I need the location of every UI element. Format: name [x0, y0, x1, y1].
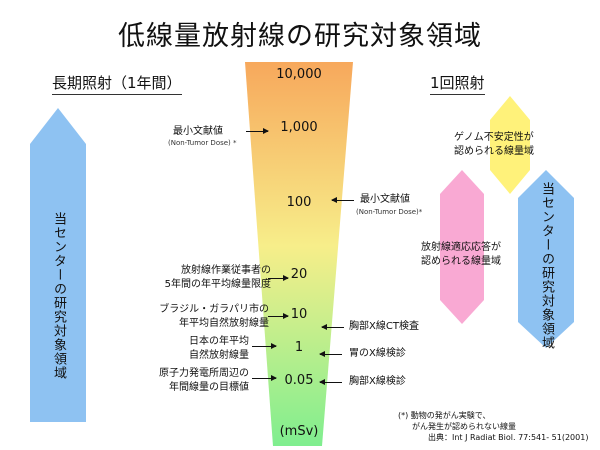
page-title: 低線量放射線の研究対象領域 — [118, 21, 482, 52]
dose-value: 0.05 — [284, 373, 314, 388]
pointer-arrow — [268, 313, 289, 319]
pointer-arrow — [252, 375, 277, 381]
right-label-non-tumor-dose: (Non-Tumor Dose)* — [356, 208, 423, 216]
pointer-arrow — [268, 275, 289, 281]
right-label-chest-xray: 胸部X線検診 — [349, 376, 406, 387]
left-label-japan-natural: 日本の年平均自然放射線量 — [189, 336, 249, 361]
genome-instability-arrow — [490, 96, 530, 194]
left-label-guarapari: ブラジル・ガラパリ市の年平均自然放射線量 — [159, 304, 269, 329]
left-arrow-label: 当センターの研究対象領域 — [51, 212, 66, 380]
adaptive-response-arrow — [440, 170, 484, 324]
dose-funnel — [245, 62, 353, 446]
genome-instability-label: ゲノム不安定性が認められる線量域 — [454, 132, 534, 157]
left-range-arrow — [30, 108, 86, 422]
right-arrow-label: 当センターの研究対象領域 — [539, 182, 554, 350]
dose-value: 100 — [286, 195, 312, 210]
left-label-min-literature: 最小文献値 — [173, 126, 223, 137]
pointer-arrow — [331, 197, 354, 203]
dose-value: 10 — [290, 307, 308, 322]
dose-value: 1,000 — [280, 120, 318, 135]
right-range-arrow — [518, 170, 574, 348]
pointer-arrow — [319, 351, 342, 357]
dose-value: 20 — [290, 267, 308, 282]
left-label-non-tumor-dose: (Non-Tumor Dose) * — [168, 139, 237, 147]
right-header: 1回照射 — [430, 72, 485, 95]
pointer-arrow — [319, 379, 342, 385]
footnote: (*) 動物の発がん実験で、 がん発生が認められない線量 出典：Int J Ra… — [398, 411, 589, 442]
pointer-arrow — [252, 343, 277, 349]
adaptive-response-label: 放射線適応応答が認められる線量域 — [421, 242, 501, 267]
right-label-stomach-xray: 胃のX線検診 — [349, 348, 406, 359]
right-label-min-literature: 最小文献値 — [360, 194, 410, 205]
left-header: 長期照射（1年間） — [52, 72, 182, 95]
pointer-arrow — [246, 128, 269, 134]
unit-label: (mSv) — [279, 424, 319, 439]
dose-value: 10,000 — [276, 67, 322, 82]
dose-value: 1 — [294, 340, 304, 355]
pointer-arrow — [321, 324, 344, 330]
left-label-npp-target: 原子力発電所周辺の年間線量の目標値 — [159, 368, 249, 393]
right-label-chest-ct: 胸部X線CT検査 — [349, 321, 419, 332]
